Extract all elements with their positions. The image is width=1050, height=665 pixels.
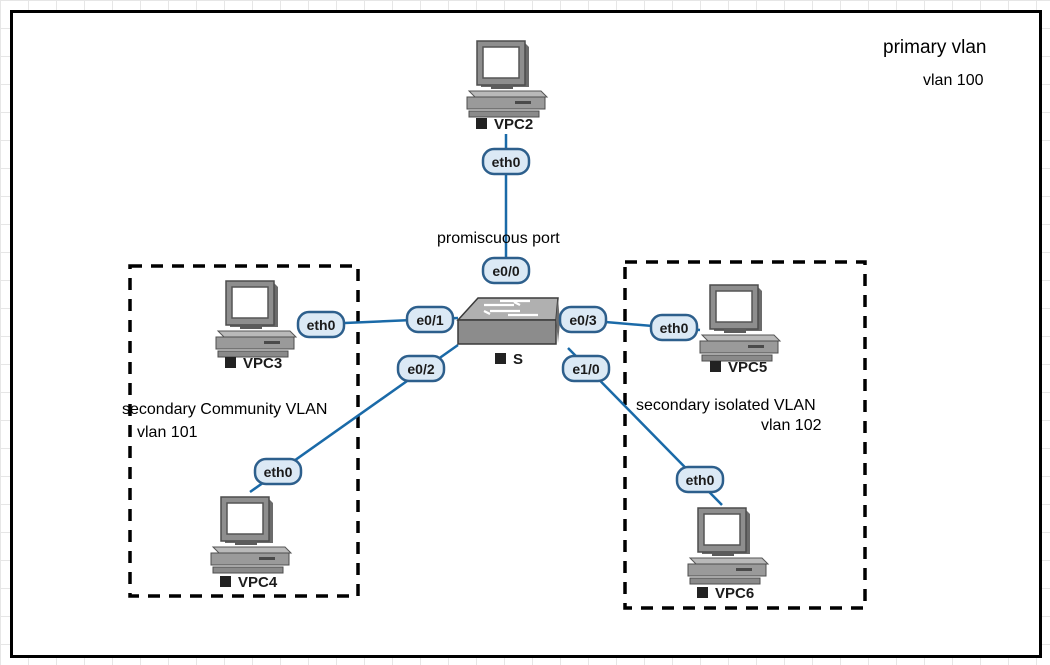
primary-vlan-id: vlan 100: [923, 72, 984, 89]
isolated-vlan-title: secondary isolated VLAN: [636, 397, 816, 414]
vpc4-label: VPC4: [220, 574, 278, 591]
vpc3-computer-icon[interactable]: [215, 280, 297, 358]
port-s-e10[interactable]: e1/0: [561, 354, 611, 383]
community-vlan-id: vlan 101: [137, 424, 198, 441]
port-vpc3-eth0[interactable]: eth0: [296, 310, 346, 339]
vpc5-computer-icon[interactable]: [699, 284, 781, 362]
port-s-e10-label: e1/0: [572, 361, 599, 377]
port-vpc2-eth0[interactable]: eth0: [481, 147, 531, 176]
vpc4-computer-icon[interactable]: [210, 496, 292, 574]
vpc3-label: VPC3: [225, 355, 282, 372]
port-s-e02-label: e0/2: [407, 361, 434, 377]
vpc6-computer-icon[interactable]: [687, 507, 769, 585]
port-s-e02[interactable]: e0/2: [396, 354, 446, 383]
port-s-e00-label: e0/0: [492, 263, 519, 279]
port-vpc5-eth0[interactable]: eth0: [649, 313, 699, 342]
port-s-e00[interactable]: e0/0: [481, 256, 531, 285]
vpc2-name: VPC2: [494, 116, 533, 133]
switch-label: S: [495, 351, 523, 368]
vpc6-label: VPC6: [697, 585, 754, 602]
isolated-vlan-group: [623, 260, 867, 610]
primary-vlan-title: primary vlan: [883, 37, 986, 58]
port-vpc4-eth0-label: eth0: [264, 464, 293, 480]
port-s-e01-label: e0/1: [416, 312, 443, 328]
vpc2-computer-icon[interactable]: [466, 40, 548, 118]
community-vlan-title: secondary Community VLAN: [122, 401, 327, 418]
port-vpc6-eth0[interactable]: eth0: [675, 465, 725, 494]
community-vlan-group: [128, 264, 360, 598]
port-vpc2-eth0-label: eth0: [492, 154, 521, 170]
vpc4-name: VPC4: [238, 574, 278, 591]
switch-name: S: [513, 351, 523, 368]
isolated-vlan-id: vlan 102: [761, 417, 822, 434]
switch-icon[interactable]: [456, 297, 560, 345]
vpc5-name: VPC5: [728, 359, 767, 376]
port-vpc5-eth0-label: eth0: [660, 320, 689, 336]
vpc5-label: VPC5: [710, 359, 767, 376]
port-vpc6-eth0-label: eth0: [686, 472, 715, 488]
port-s-e03[interactable]: e0/3: [558, 305, 608, 334]
vpc6-name: VPC6: [715, 585, 754, 602]
port-s-e03-label: e0/3: [569, 312, 596, 328]
port-vpc3-eth0-label: eth0: [307, 317, 336, 333]
port-s-e01[interactable]: e0/1: [405, 305, 455, 334]
promiscuous-port-label: promiscuous port: [437, 230, 560, 247]
vpc3-name: VPC3: [243, 355, 282, 372]
port-vpc4-eth0[interactable]: eth0: [253, 457, 303, 486]
vpc2-label: VPC2: [476, 116, 533, 133]
